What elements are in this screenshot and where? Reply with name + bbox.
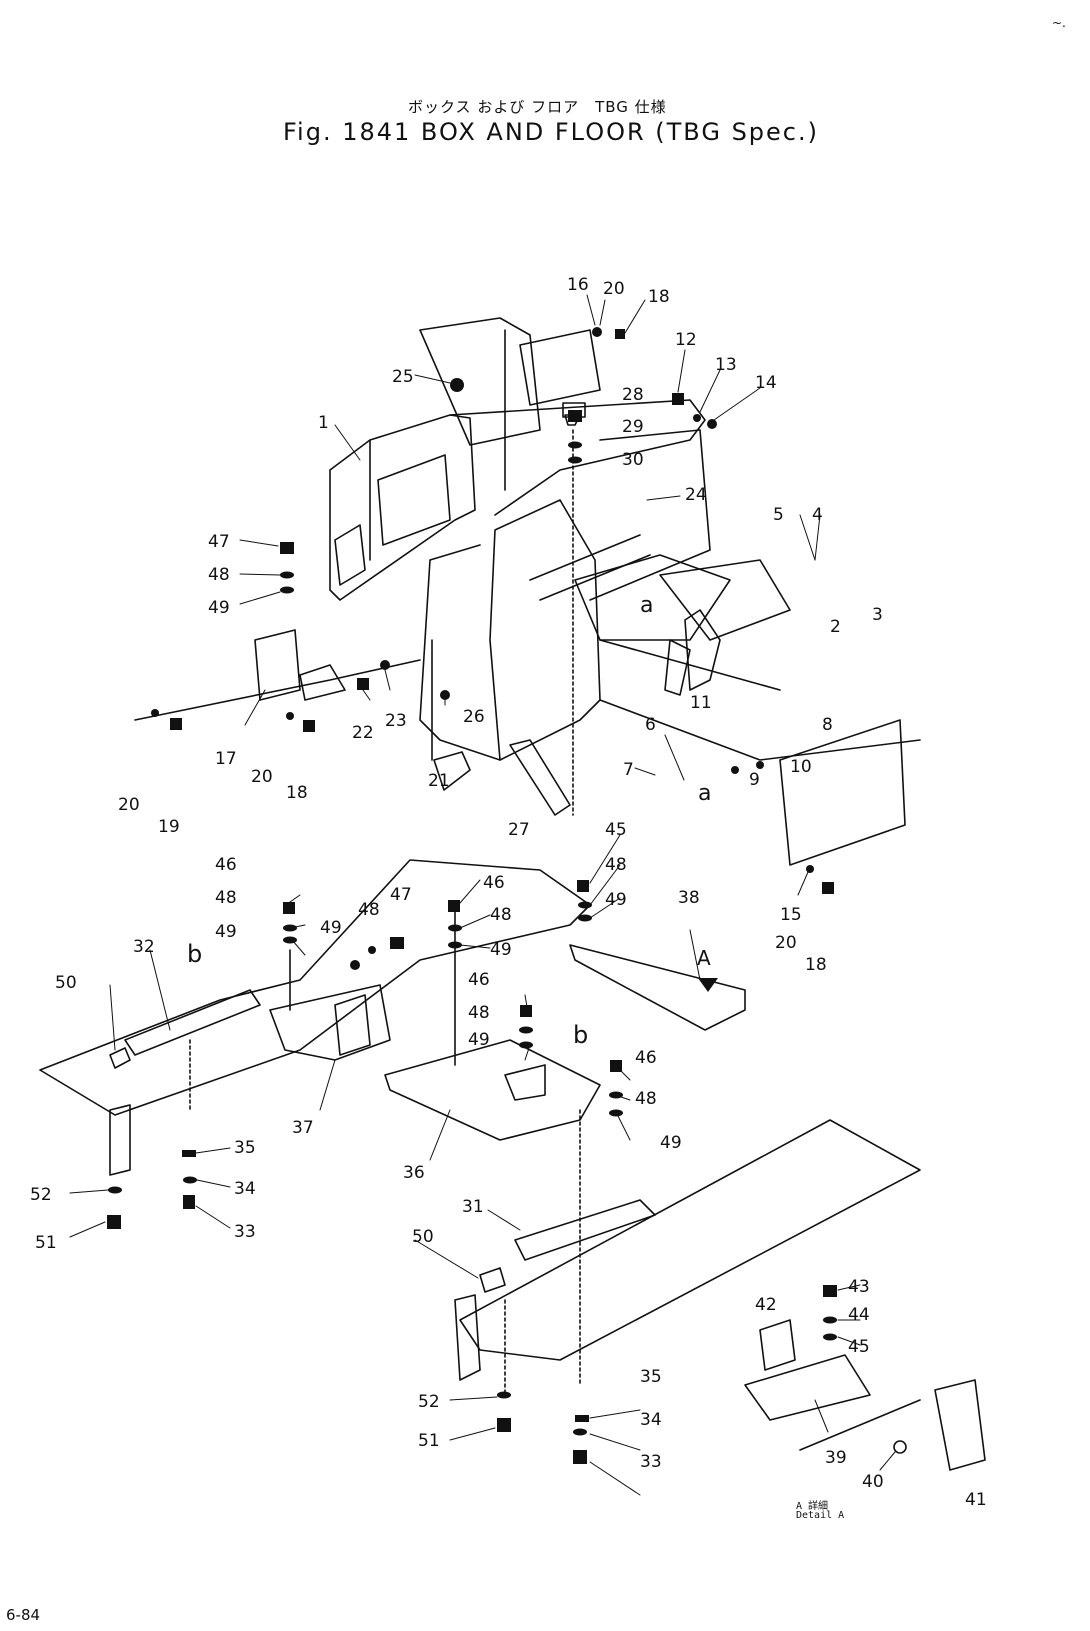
figure-title: Fig. 1841 BOX AND FLOOR (TBG Spec.) — [283, 118, 819, 146]
callout-a1: a — [640, 593, 653, 618]
callout-45b: 45 — [605, 820, 627, 840]
callout-35a: 35 — [234, 1138, 256, 1158]
callout-46c: 46 — [468, 970, 490, 990]
callout-24: 24 — [685, 485, 707, 505]
callout-15: 15 — [780, 905, 802, 925]
callout-22: 22 — [352, 723, 374, 743]
callout-49f: 49 — [468, 1030, 490, 1050]
callout-47b: 47 — [390, 885, 412, 905]
callout-33b: 33 — [640, 1452, 662, 1472]
callout-50a: 50 — [55, 973, 77, 993]
callout-2: 2 — [830, 617, 841, 637]
callout-42: 42 — [755, 1295, 777, 1315]
callout-44: 44 — [848, 1305, 870, 1325]
callout-48a: 48 — [208, 565, 230, 585]
callout-30: 30 — [622, 450, 644, 470]
callout-47a: 47 — [208, 532, 230, 552]
callout-51a: 51 — [35, 1233, 57, 1253]
callout-28: 28 — [622, 385, 644, 405]
callout-49c: 49 — [320, 918, 342, 938]
callout-19: 19 — [158, 817, 180, 837]
callout-11: 11 — [690, 693, 712, 713]
callout-46b: 46 — [483, 873, 505, 893]
callout-6: 6 — [645, 715, 656, 735]
callout-35b: 35 — [640, 1367, 662, 1387]
callout-43: 43 — [848, 1277, 870, 1297]
callout-49b: 49 — [215, 922, 237, 942]
callout-23: 23 — [385, 711, 407, 731]
callout-14: 14 — [755, 373, 777, 393]
callout-46a: 46 — [215, 855, 237, 875]
callout-33a: 33 — [234, 1222, 256, 1242]
callout-b1: b — [187, 940, 202, 968]
callout-48c: 48 — [358, 900, 380, 920]
callout-49g: 49 — [660, 1133, 682, 1153]
callout-13: 13 — [715, 355, 737, 375]
detail-a-label-jp: A 詳細 — [796, 1501, 829, 1512]
callout-10: 10 — [790, 757, 812, 777]
callout-38: 38 — [678, 888, 700, 908]
callout-52a: 52 — [30, 1185, 52, 1205]
callout-48g: 48 — [635, 1089, 657, 1109]
callout-50b: 50 — [412, 1227, 434, 1247]
callout-20a: 20 — [603, 279, 625, 299]
callout-A: A — [697, 946, 711, 970]
callout-49a: 49 — [208, 598, 230, 618]
callout-1: 1 — [318, 413, 329, 433]
box-assembly-drawing — [134, 317, 921, 866]
callout-labels: 1 2 3 4 5 6 7 8 9 10 11 12 13 14 15 16 1… — [30, 275, 987, 1510]
callout-5: 5 — [773, 505, 784, 525]
page-number: 6-84 — [6, 1606, 41, 1624]
callout-12: 12 — [675, 330, 697, 350]
callout-34b: 34 — [640, 1410, 662, 1430]
callout-48b: 48 — [215, 888, 237, 908]
callout-20d: 20 — [775, 933, 797, 953]
callout-20c: 20 — [118, 795, 140, 815]
corner-mark: ~. — [1052, 16, 1066, 30]
callout-26: 26 — [463, 707, 485, 727]
callout-34a: 34 — [234, 1179, 256, 1199]
callout-18b: 18 — [286, 783, 308, 803]
callout-a2: a — [698, 781, 711, 806]
callout-39: 39 — [825, 1448, 847, 1468]
callout-49d: 49 — [490, 940, 512, 960]
callout-8: 8 — [822, 715, 833, 735]
callout-3: 3 — [872, 605, 883, 625]
detail-a-label-en: Detail A — [796, 1510, 845, 1521]
callout-46d: 46 — [635, 1048, 657, 1068]
callout-32: 32 — [133, 937, 155, 957]
callout-37: 37 — [292, 1118, 314, 1138]
callout-21: 21 — [428, 771, 450, 791]
callout-9: 9 — [749, 770, 760, 790]
callout-18a: 18 — [648, 287, 670, 307]
callout-49e: 49 — [605, 890, 627, 910]
callout-45a: 45 — [848, 1337, 870, 1357]
callout-41: 41 — [965, 1490, 987, 1510]
callout-b2: b — [573, 1021, 588, 1049]
callout-25: 25 — [392, 367, 414, 387]
callout-17: 17 — [215, 749, 237, 769]
callout-36: 36 — [403, 1163, 425, 1183]
callout-48e: 48 — [605, 855, 627, 875]
callout-48d: 48 — [490, 905, 512, 925]
title-japanese: ボックス および フロア TBG 仕様 — [408, 98, 667, 116]
callout-52b: 52 — [418, 1392, 440, 1412]
callout-7: 7 — [623, 760, 634, 780]
callout-51b: 51 — [418, 1431, 440, 1451]
callout-4: 4 — [812, 505, 823, 525]
callout-16: 16 — [567, 275, 589, 295]
callout-48f: 48 — [468, 1003, 490, 1023]
callout-29: 29 — [622, 417, 644, 437]
floor-assembly-drawing — [39, 859, 921, 1396]
callout-18c: 18 — [805, 955, 827, 975]
callout-31: 31 — [462, 1197, 484, 1217]
callout-20b: 20 — [251, 767, 273, 787]
callout-40: 40 — [862, 1472, 884, 1492]
callout-27: 27 — [508, 820, 530, 840]
detail-a-drawing — [744, 1319, 986, 1471]
